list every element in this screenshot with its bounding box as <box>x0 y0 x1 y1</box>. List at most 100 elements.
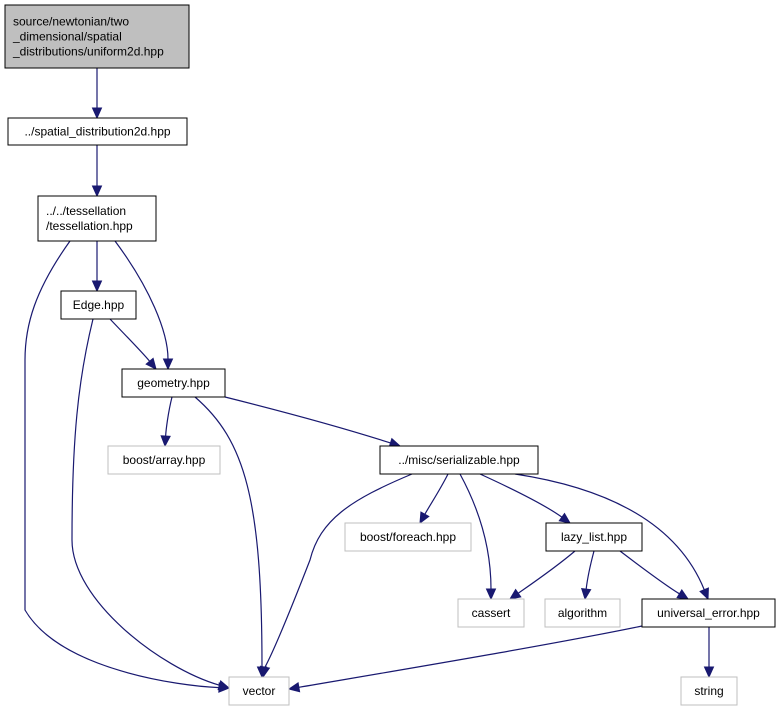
node-univerr[interactable]: universal_error.hpp <box>641 598 776 628</box>
edge-spatial-to-tess <box>91 144 103 198</box>
node-label: /tessellation.hpp <box>46 219 133 233</box>
node-string[interactable]: string <box>680 676 738 706</box>
edge-geometry-to-boostarray <box>160 396 173 448</box>
arrowhead <box>162 358 174 371</box>
edge-line <box>24 240 220 689</box>
node-label: Edge.hpp <box>73 298 125 312</box>
arrowhead <box>676 589 690 600</box>
node-lazylist[interactable]: lazy_list.hpp <box>545 522 643 552</box>
arrowhead <box>419 511 430 525</box>
edge-lazylist-to-algorithm <box>580 550 595 601</box>
node-box <box>228 676 290 706</box>
edge-tess-to-geometry <box>114 240 174 371</box>
node-root[interactable]: source/newtonian/two_dimensional/spatial… <box>4 4 190 69</box>
node-label: universal_error.hpp <box>657 606 760 620</box>
edge-line <box>459 473 492 590</box>
node-serializable[interactable]: ../misc/serializable.hpp <box>379 445 539 475</box>
node-label: lazy_list.hpp <box>561 530 627 544</box>
edge-line <box>224 396 391 444</box>
node-box <box>544 598 621 628</box>
edge-serializable-to-lazylist <box>479 473 571 524</box>
node-boostforeach[interactable]: boost/foreach.hpp <box>344 522 472 552</box>
arrowhead <box>217 680 231 691</box>
edges-layer <box>24 67 715 693</box>
node-tess[interactable]: ../../tessellation/tessellation.hpp <box>37 195 157 242</box>
edge-geometry-to-serializable <box>224 396 402 448</box>
nodes-layer: source/newtonian/two_dimensional/spatial… <box>4 4 776 706</box>
node-box <box>7 117 188 146</box>
edge-line <box>109 318 151 362</box>
node-box <box>121 368 226 398</box>
edge-serializable-to-cassert <box>459 473 497 601</box>
edge-line <box>424 473 449 515</box>
edge-serializable-to-univerr <box>514 473 709 601</box>
node-box <box>457 598 525 628</box>
arrowhead <box>699 587 709 601</box>
node-algorithm[interactable]: algorithm <box>544 598 621 628</box>
node-label: cassert <box>472 606 511 620</box>
node-boostarray[interactable]: boost/array.hpp <box>107 445 221 475</box>
arrowhead <box>558 512 571 524</box>
node-box <box>344 522 472 552</box>
node-box <box>545 522 643 552</box>
arrowhead <box>91 185 103 198</box>
arrowhead <box>703 666 715 679</box>
edge-line <box>194 396 263 668</box>
node-label: ../../tessellation <box>46 204 126 218</box>
arrowhead <box>485 588 497 601</box>
node-box <box>379 445 539 475</box>
edge-line <box>298 625 643 688</box>
node-box <box>680 676 738 706</box>
edge-serializable-to-boostforeach <box>419 473 449 525</box>
edge-line <box>619 550 680 595</box>
edge-line <box>479 473 563 518</box>
edge-line <box>517 550 576 594</box>
edge-univerr-to-string <box>703 627 715 679</box>
node-label: source/newtonian/two <box>13 15 129 29</box>
edge-univerr-to-vector <box>287 625 643 693</box>
node-label: geometry.hpp <box>137 376 210 390</box>
edge-edge-to-vector <box>71 318 231 691</box>
node-label: ../spatial_distribution2d.hpp <box>24 125 170 139</box>
arrowhead <box>509 588 522 600</box>
node-edge[interactable]: Edge.hpp <box>60 290 137 320</box>
arrowhead <box>145 357 157 370</box>
node-spatial[interactable]: ../spatial_distribution2d.hpp <box>7 117 188 146</box>
node-label: string <box>694 684 723 698</box>
node-label: ../misc/serializable.hpp <box>398 453 520 467</box>
edge-line <box>585 550 595 590</box>
arrowhead <box>91 107 103 120</box>
node-box <box>4 4 190 69</box>
node-label: boost/foreach.hpp <box>360 530 456 544</box>
node-geometry[interactable]: geometry.hpp <box>121 368 226 398</box>
node-box <box>641 598 776 628</box>
arrowhead <box>160 435 171 448</box>
edge-line <box>71 318 220 686</box>
arrowhead <box>259 665 271 679</box>
node-label: _distributions/uniform2d.hpp <box>12 45 164 59</box>
node-label: _dimensional/spatial <box>12 30 122 44</box>
node-label: boost/array.hpp <box>123 453 206 467</box>
node-box <box>37 195 157 242</box>
edge-line <box>264 473 413 668</box>
edge-geometry-to-vector <box>194 396 268 679</box>
edge-tess-to-edge <box>91 240 103 293</box>
node-box <box>60 290 137 320</box>
edge-edge-to-geometry <box>109 318 157 370</box>
edge-lazylist-to-univerr <box>619 550 690 600</box>
edge-line <box>514 473 705 590</box>
node-box <box>107 445 221 475</box>
edge-serializable-to-vector <box>259 473 413 679</box>
edge-line <box>165 396 173 437</box>
node-vector[interactable]: vector <box>228 676 290 706</box>
arrowhead <box>91 280 103 293</box>
edge-line <box>114 240 169 360</box>
node-cassert[interactable]: cassert <box>457 598 525 628</box>
edge-lazylist-to-cassert <box>509 550 576 600</box>
edge-root-to-spatial <box>91 67 103 120</box>
node-label: vector <box>243 684 276 698</box>
arrowhead <box>287 682 301 693</box>
node-label: algorithm <box>558 606 607 620</box>
arrowhead <box>580 587 592 601</box>
